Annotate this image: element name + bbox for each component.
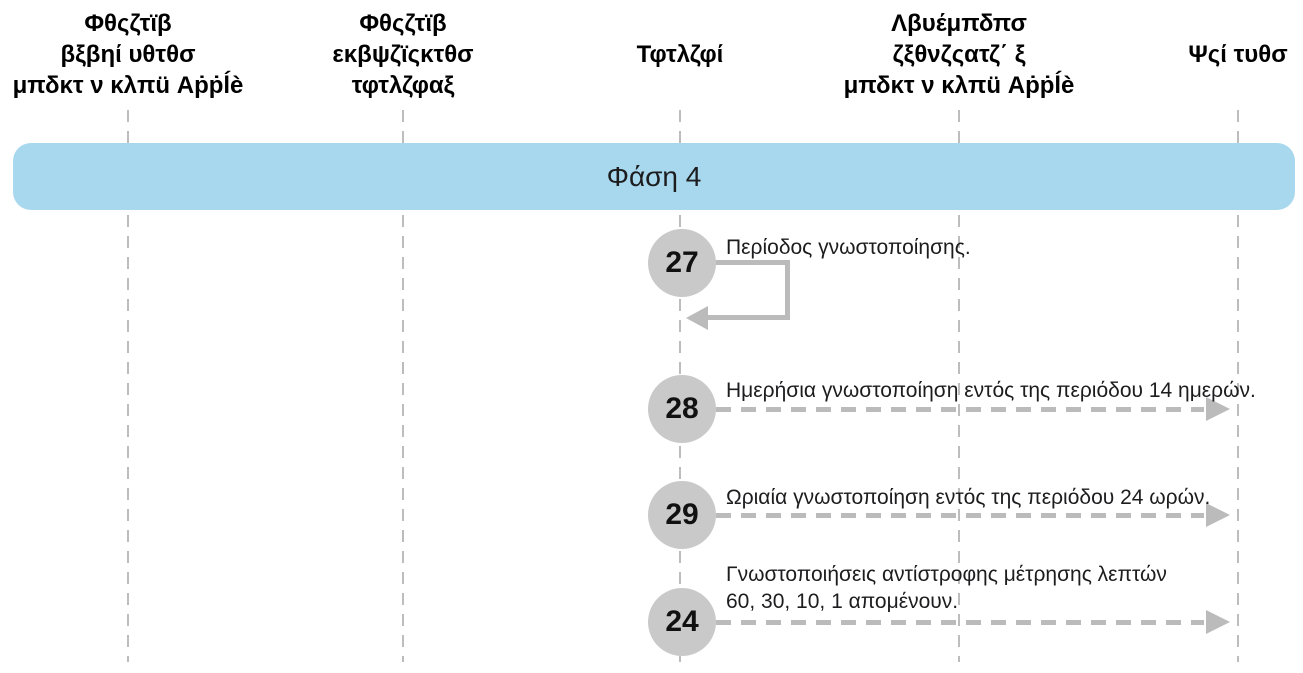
column-header-2: Φθςζτϊβ εκβψζϊςκτθσ τφτλζφαξ <box>332 9 474 99</box>
step-label-29: Ωριαία γνωστοποίηση εντός της περιόδου 2… <box>726 486 1211 509</box>
step-node-27: 27 <box>648 229 716 297</box>
self-loop-arrow-top <box>712 260 790 265</box>
step-node-24: 24 <box>648 588 716 656</box>
step-label-28: Ημερήσια γνωστοποίηση εντός της περιόδου… <box>726 379 1256 402</box>
step-node-29: 29 <box>648 481 716 549</box>
dashed-arrow-28 <box>716 407 1204 412</box>
dashed-arrow-29 <box>716 513 1204 518</box>
step-node-28: 28 <box>648 375 716 443</box>
column-header-1: Φθςζτϊβ βξβηί υθτθσ μπδκτ ν κλπü Αṗṗĺè <box>12 9 244 99</box>
column-header-5: Ψςί τυθσ <box>1188 40 1288 68</box>
phase-banner: Φάση 4 <box>13 143 1295 210</box>
step-label-27: Περίοδος γνωστοποίησης. <box>726 236 971 259</box>
self-loop-arrow-bottom <box>706 315 790 320</box>
dashed-arrowhead-28-icon <box>1206 397 1230 421</box>
phase-banner-label: Φάση 4 <box>606 160 702 192</box>
lane-line-5 <box>1237 110 1239 662</box>
step-label-24: Γνωστοποιήσεις αντίστροφης μέτρησης λεπτ… <box>726 563 1167 613</box>
self-loop-arrowhead-icon <box>686 306 708 330</box>
lane-line-4 <box>958 110 960 662</box>
dashed-arrowhead-29-icon <box>1206 503 1230 527</box>
column-header-4: Λβυέμπδπσ ζξθνζςατζ΄ ξ μπδκτ ν κλπü Αṗṗĺ… <box>843 9 1075 99</box>
column-header-3: Τφτλζφί <box>636 40 724 68</box>
dashed-arrowhead-24-icon <box>1206 610 1230 634</box>
lane-line-2 <box>402 110 404 662</box>
lane-line-1 <box>127 110 129 662</box>
self-loop-arrow-right <box>785 260 790 318</box>
dashed-arrow-24 <box>716 620 1204 625</box>
